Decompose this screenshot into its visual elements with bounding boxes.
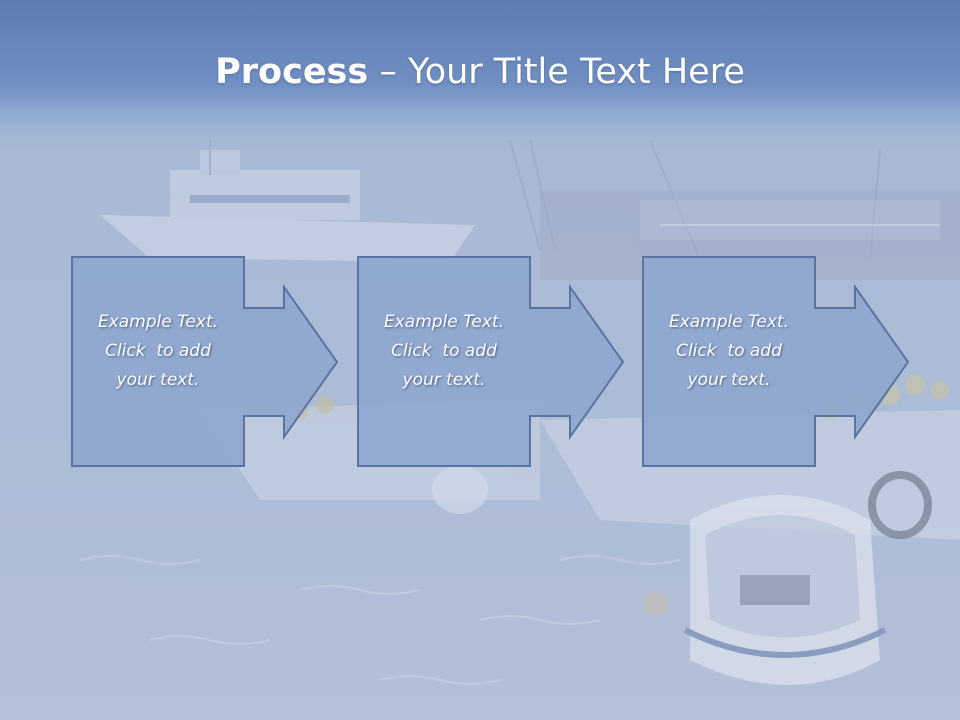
step-line-3: your text. — [116, 370, 200, 390]
step-arrow-shape — [642, 256, 910, 467]
process-step-2[interactable]: Example Text. Click to add your text. — [357, 256, 627, 468]
step-line-1: Example Text. — [97, 312, 219, 332]
step-text[interactable]: Example Text. Click to add your text. — [652, 308, 806, 395]
step-arrow-shape — [71, 256, 339, 467]
title-band — [0, 0, 960, 150]
slide-title[interactable]: Process – Your Title Text Here — [0, 52, 960, 92]
title-bold: Process — [215, 52, 369, 92]
step-line-2: Click to add — [105, 341, 211, 361]
step-line-3: your text. — [402, 370, 486, 390]
step-text[interactable]: Example Text. Click to add your text. — [81, 308, 235, 395]
step-line-1: Example Text. — [668, 312, 790, 332]
step-text[interactable]: Example Text. Click to add your text. — [367, 308, 521, 395]
step-line-1: Example Text. — [383, 312, 505, 332]
step-line-3: your text. — [687, 370, 771, 390]
process-step-3[interactable]: Example Text. Click to add your text. — [642, 256, 912, 468]
step-arrow-shape — [357, 256, 625, 467]
step-line-2: Click to add — [676, 341, 782, 361]
step-line-2: Click to add — [391, 341, 497, 361]
title-rest: – Your Title Text Here — [368, 52, 745, 92]
process-step-1[interactable]: Example Text. Click to add your text. — [71, 256, 341, 468]
